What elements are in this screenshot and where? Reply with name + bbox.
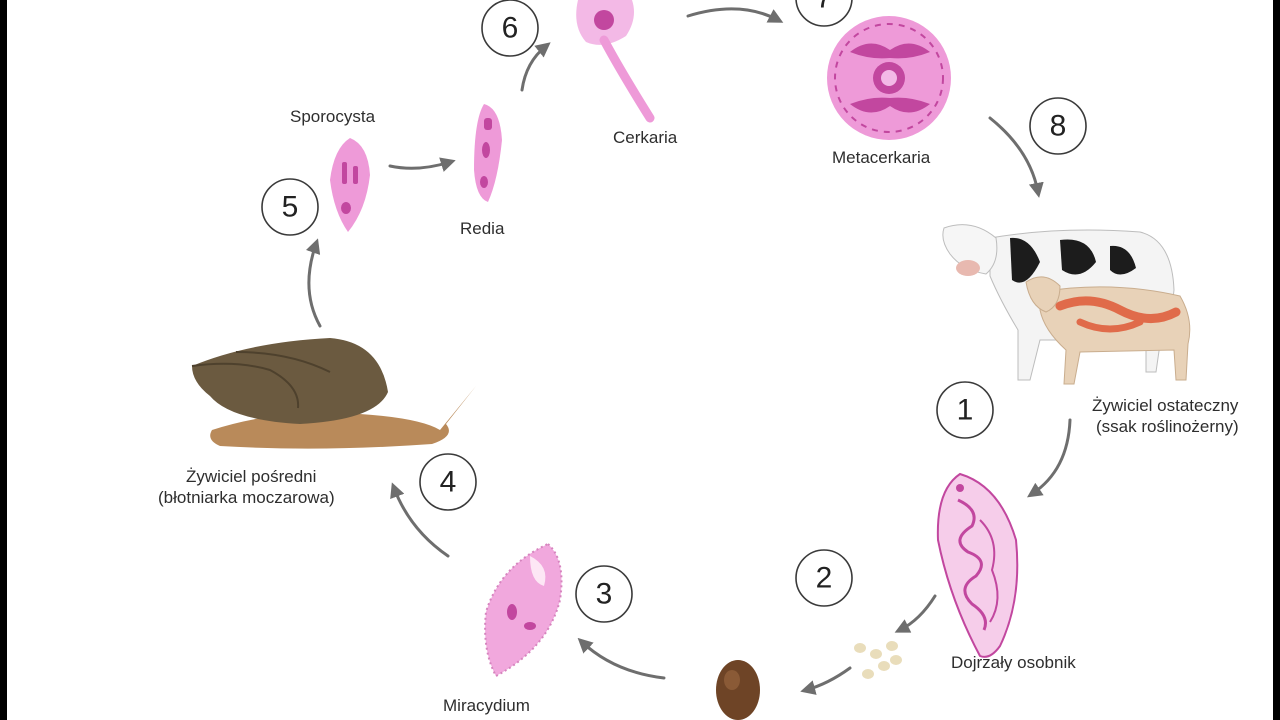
- stage-number-3: 3: [575, 565, 633, 623]
- label-cerkaria: Cerkaria: [613, 128, 678, 147]
- arrow-adult-to-eggs: [894, 594, 937, 633]
- stage-number-4: 4: [419, 453, 477, 511]
- arrow-host-to-adult: [1027, 418, 1072, 498]
- arrow-miracydium-to-snail: [390, 482, 450, 558]
- label-intermediate-host-line1: Żywiciel pośredni: [186, 467, 316, 486]
- stage-number-2: 2: [795, 549, 853, 607]
- stage-number-8: 8: [1029, 97, 1087, 155]
- label-metacerkaria: Metacerkaria: [832, 148, 931, 167]
- svg-text:8: 8: [1050, 110, 1067, 143]
- stage-number-6: 6: [481, 0, 539, 57]
- label-intermediate-host-line2: (błotniarka moczarowa): [158, 488, 335, 507]
- arrow-eggs-to-egg: [800, 666, 852, 695]
- label-final-host-line1: Żywiciel ostateczny: [1092, 396, 1239, 415]
- label-miracydium: Miracydium: [443, 696, 530, 715]
- eggs-cluster-illustration: [854, 641, 902, 679]
- arrow-redia-to-cerkaria: [520, 42, 551, 92]
- redia-illustration: [474, 104, 502, 202]
- label-redia: Redia: [460, 219, 505, 238]
- miracydium-illustration: [484, 542, 563, 678]
- label-adult: Dojrzały osobnik: [951, 653, 1076, 672]
- arrow-egg-to-miracydium: [577, 637, 666, 680]
- arrow-snail-to-sporocysta: [305, 238, 322, 328]
- stage-number-7: 7: [795, 0, 853, 27]
- sheep-illustration: [1025, 276, 1191, 385]
- arrow-sporocysta-to-redia: [388, 157, 456, 172]
- left-black-border: [0, 0, 7, 720]
- svg-text:2: 2: [816, 562, 833, 595]
- single-egg-illustration: [716, 660, 760, 720]
- label-sporocysta: Sporocysta: [290, 107, 376, 126]
- snail-illustration: [191, 338, 476, 449]
- svg-text:4: 4: [440, 466, 457, 499]
- adult-fluke-illustration: [936, 472, 1019, 658]
- metacerkaria-illustration: [827, 16, 951, 140]
- stage-number-1: 1: [936, 381, 994, 439]
- right-black-border: [1273, 0, 1280, 720]
- svg-text:3: 3: [596, 578, 613, 611]
- svg-text:5: 5: [282, 191, 299, 224]
- label-final-host-line2: (ssak roślinożerny): [1096, 417, 1239, 436]
- svg-text:1: 1: [957, 394, 974, 427]
- sporocysta-illustration: [330, 138, 370, 232]
- cerkaria-illustration: [576, 0, 655, 123]
- svg-text:7: 7: [816, 0, 833, 15]
- svg-text:6: 6: [502, 12, 519, 45]
- arrow-cerkaria-to-metacerkaria: [686, 7, 784, 23]
- arrow-metacerkaria-to-host: [988, 116, 1044, 198]
- stage-number-5: 5: [261, 178, 319, 236]
